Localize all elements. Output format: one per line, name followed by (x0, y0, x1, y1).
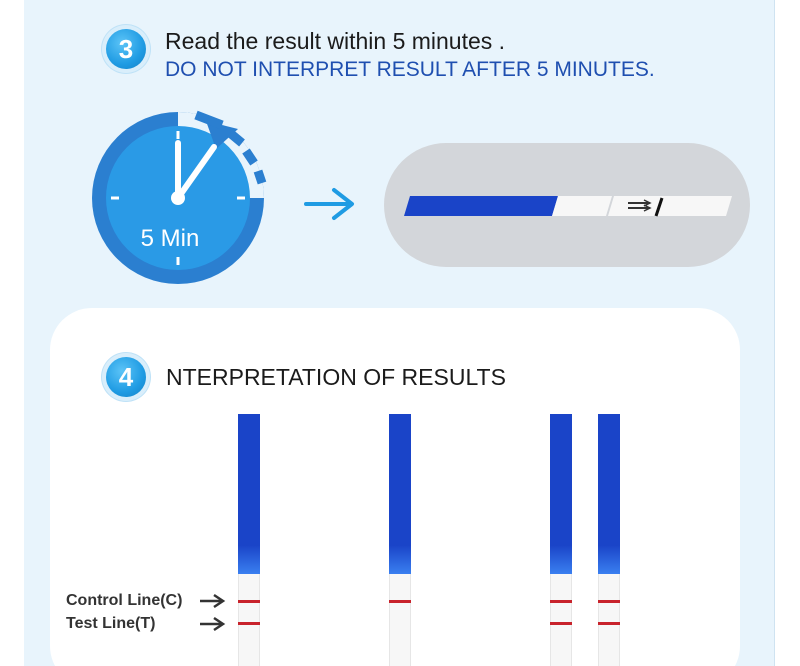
control-line-mark (598, 600, 620, 603)
timer-label: 5 Min (141, 225, 200, 252)
strip-handle (389, 414, 411, 574)
step-3-warning: DO NOT INTERPRET RESULT AFTER 5 MINUTES. (165, 58, 655, 81)
test-strip-horizontal (404, 192, 734, 227)
arrow-right-icon (304, 186, 356, 227)
result-strip-positive (238, 414, 260, 666)
test-line-mark (598, 622, 620, 625)
arrow-right-small-icon (198, 615, 226, 638)
control-line-mark (238, 600, 260, 603)
result-strip-invalid-a (550, 414, 572, 666)
strip-window (550, 574, 572, 666)
step-3-badge: 3 (106, 29, 146, 69)
test-line-mark (550, 622, 572, 625)
step-4-title: NTERPRETATION OF RESULTS (166, 364, 506, 390)
arrow-right-small-icon (198, 592, 226, 615)
strip-window (238, 574, 260, 666)
test-line-label: Test Line(T) (66, 615, 156, 632)
control-line-label: Control Line(C) (66, 592, 183, 609)
step-3-title: Read the result within 5 minutes . (165, 28, 506, 54)
step-4-badge: 4 (106, 357, 146, 397)
strip-handle (238, 414, 260, 574)
result-strip-negative (389, 414, 411, 666)
strip-handle (550, 414, 572, 574)
control-line-mark (389, 600, 411, 603)
strip-window (389, 574, 411, 666)
strip-window (598, 574, 620, 666)
strip-handle (598, 414, 620, 574)
result-strip-invalid-b (598, 414, 620, 666)
test-line-mark (238, 622, 260, 625)
stopwatch-icon: 5 Min (88, 103, 278, 298)
control-line-mark (550, 600, 572, 603)
